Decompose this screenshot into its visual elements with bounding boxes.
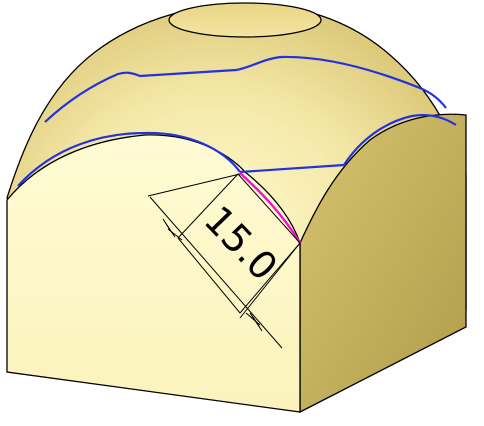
selected-edge[interactable]: [239, 172, 302, 244]
lower-arch-edge[interactable]: [17, 131, 241, 187]
right-face[interactable]: [299, 113, 467, 414]
extension-line-right: [239, 242, 301, 319]
middle-cross-edge[interactable]: [239, 163, 345, 174]
right-arch-edge[interactable]: [343, 114, 457, 166]
upper-split-edge[interactable]: [44, 55, 447, 123]
dimension-line: [149, 196, 283, 349]
highlighted-edges: [17, 55, 457, 187]
dimension-label-box: [177, 173, 301, 314]
dimension-annotation[interactable]: [147, 173, 301, 349]
dimension-tick-top: [167, 228, 183, 241]
extension-line-left: [147, 173, 241, 197]
dimension-tick-bottom: [245, 312, 261, 326]
top-cap-face[interactable]: [168, 2, 322, 38]
